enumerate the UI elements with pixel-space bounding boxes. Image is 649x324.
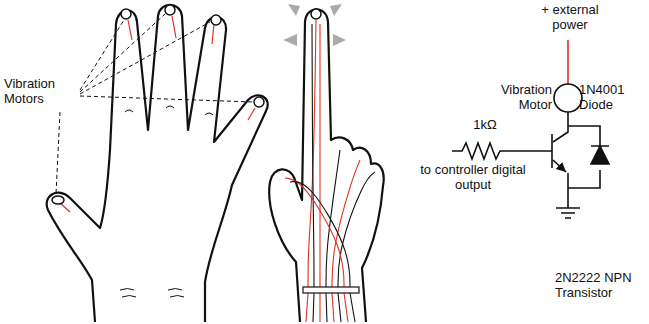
wire (308, 20, 316, 290)
leader-line (56, 14, 253, 194)
component-label: 1N4001 Diode (579, 82, 645, 112)
wrist-band (303, 287, 359, 293)
callout-label: Vibration Motors (4, 76, 82, 106)
resistor-symbol (452, 143, 552, 159)
diode-symbol (591, 146, 609, 164)
wire (319, 24, 320, 290)
wire (344, 293, 348, 322)
signal-label: to controller digital output (418, 162, 528, 192)
wire (332, 160, 360, 290)
vibration-motor-symbol (52, 5, 264, 204)
resistor-value: 1kΩ (465, 117, 505, 132)
wire (338, 293, 341, 322)
wire (350, 293, 355, 322)
vibration-indicator (283, 4, 346, 46)
component-label: 2N2222 NPN Transistor (555, 270, 645, 300)
hand-outline (47, 5, 268, 322)
wire (332, 293, 334, 322)
wire (326, 150, 340, 290)
wire (326, 293, 327, 322)
component-label: Vibration Motor (470, 82, 552, 112)
hand-outline (269, 9, 383, 322)
wire (313, 293, 314, 322)
power-label: + external power (526, 2, 614, 32)
wire (312, 24, 314, 290)
wire (306, 293, 308, 322)
ground-symbol (556, 208, 580, 218)
vibration-motor-symbol (554, 84, 582, 112)
wire (319, 293, 320, 322)
wire (290, 182, 350, 290)
